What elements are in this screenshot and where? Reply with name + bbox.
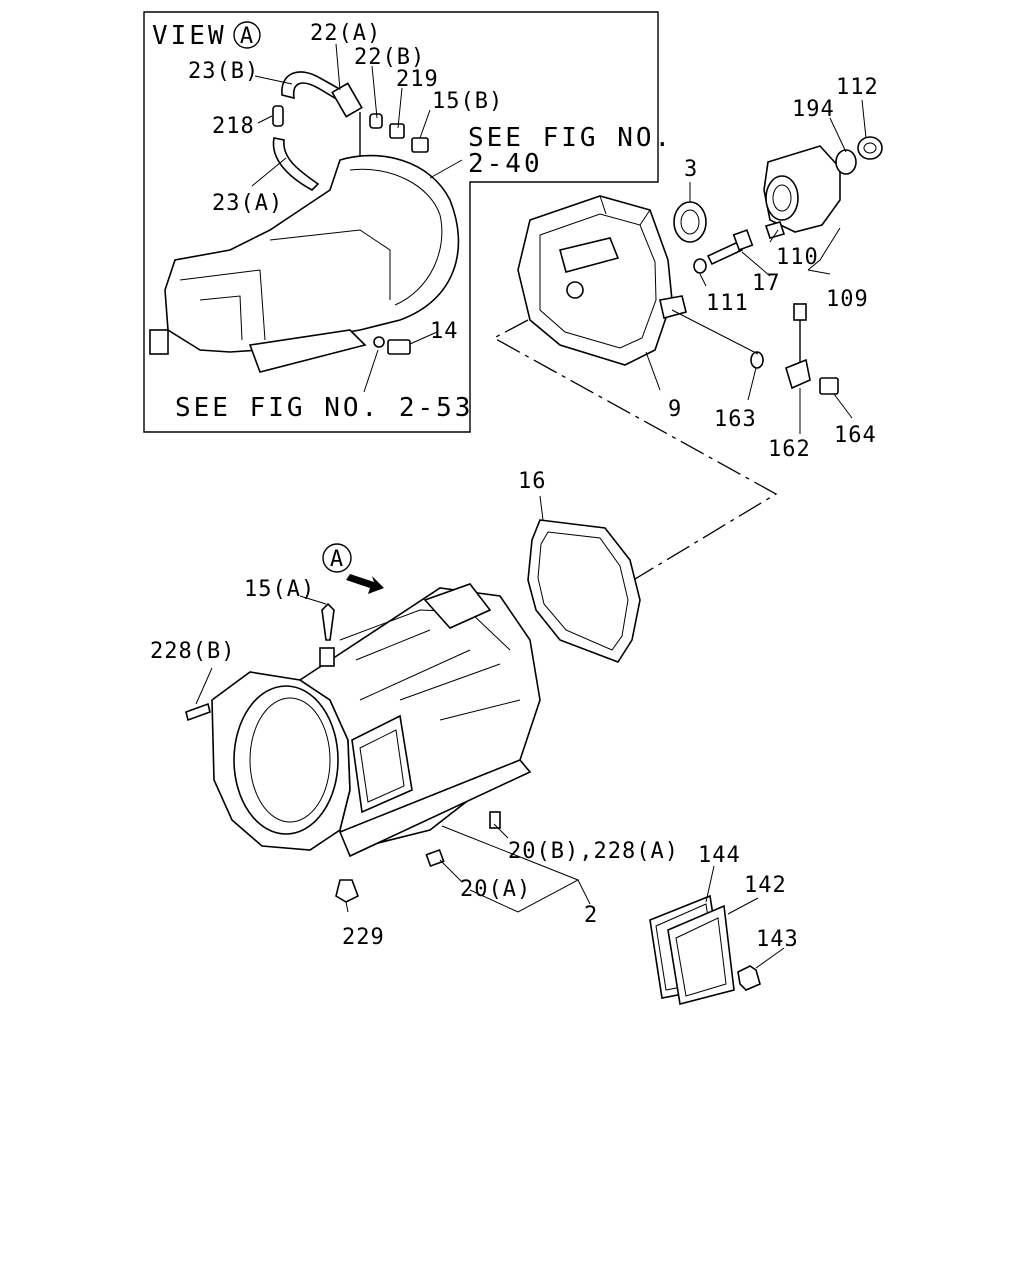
see-fig-2-40-line2: 2-40: [468, 149, 543, 179]
inset-frame: [143, 11, 659, 433]
view-a-marker-letter: A: [330, 547, 344, 572]
plug-20a: [425, 848, 445, 868]
label-14: 14: [430, 319, 459, 344]
label-2: 2: [584, 903, 598, 928]
gasket-16: 16: [518, 469, 641, 663]
speed-sensor: [793, 303, 807, 321]
dowel-pin-228b: [185, 702, 211, 722]
label-219: 219: [396, 67, 439, 92]
oil-seal: [673, 201, 707, 243]
label-229: 229: [342, 925, 385, 950]
label-22a: 22(A): [310, 21, 381, 46]
bolt-143: [737, 965, 761, 991]
label-15a: 15(A): [244, 577, 315, 602]
label-3: 3: [684, 157, 698, 182]
nut-112: [857, 136, 883, 160]
cover-142: [667, 904, 735, 1005]
label-163: 163: [714, 407, 757, 432]
extension-housing: [517, 195, 673, 366]
label-20a: 20(A): [460, 877, 531, 902]
inset-view-a: VIEW A 22(A) 22: [143, 11, 673, 433]
label-218: 218: [212, 114, 255, 139]
breather-hose-assembly: [272, 71, 429, 191]
label-16: 16: [518, 469, 547, 494]
label-23a: 23(A): [212, 191, 283, 216]
label-112: 112: [836, 75, 879, 100]
view-a-marker-circle: [322, 543, 352, 573]
label-22b: 22(B): [354, 45, 425, 70]
side-cover-group: 144 142 143: [649, 843, 799, 1005]
transmission-case: A 15(A) 228(B) 20(B),228(A) 20(A) 2 229: [150, 543, 679, 950]
breather-15a: [321, 602, 335, 641]
label-228b: 228(B): [150, 639, 235, 664]
alignment-line: [492, 319, 778, 583]
label-17: 17: [752, 271, 781, 296]
label-164: 164: [834, 423, 877, 448]
view-a-arrow: [346, 574, 384, 594]
extension-housing-group: 3 194 112 110 17 111 109 9 163 162 164: [517, 75, 883, 462]
view-marker-circle: [233, 21, 261, 49]
label-110: 110: [776, 245, 819, 270]
view-marker-letter: A: [240, 24, 254, 49]
label-194: 194: [792, 97, 835, 122]
label-23b: 23(B): [188, 59, 259, 84]
plug-20b: [489, 811, 501, 829]
label-15b: 15(B): [432, 89, 503, 114]
label-20b-228a: 20(B),228(A): [508, 839, 679, 864]
label-142: 142: [744, 873, 787, 898]
label-111: 111: [706, 291, 749, 316]
label-144: 144: [698, 843, 741, 868]
label-162: 162: [768, 437, 811, 462]
connector-229: [335, 879, 360, 903]
inset-transmission-body: [149, 154, 460, 373]
inset-title: VIEW: [152, 21, 227, 51]
bolt-164: [819, 377, 839, 395]
label-9: 9: [668, 397, 682, 422]
seal-194: [835, 149, 857, 175]
see-fig-2-40-line1: SEE FIG NO.: [468, 123, 673, 153]
label-109: 109: [826, 287, 869, 312]
see-fig-2-53: SEE FIG NO. 2-53: [175, 393, 473, 423]
label-143: 143: [756, 927, 799, 952]
